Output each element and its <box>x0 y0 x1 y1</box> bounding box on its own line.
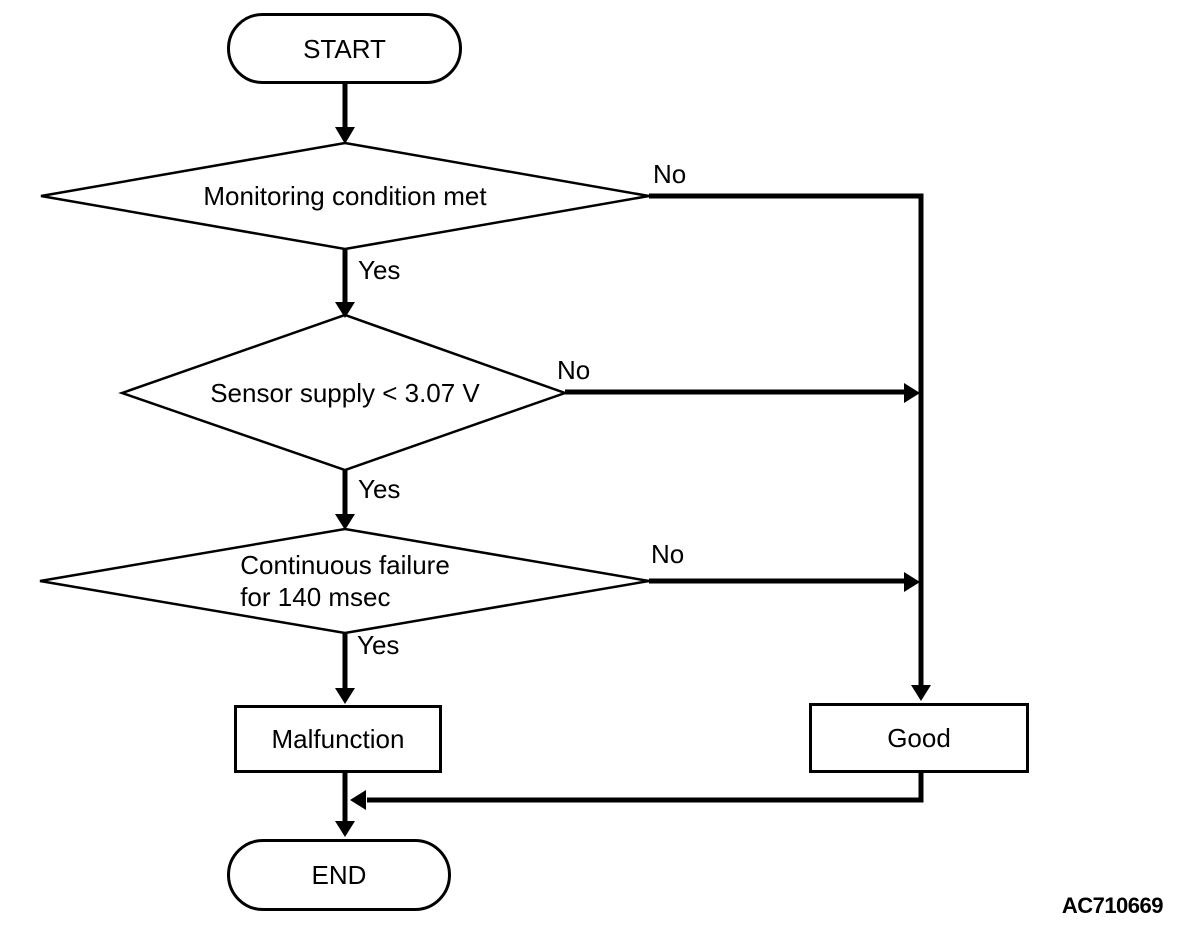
decision1-diamond-outline <box>40 141 650 251</box>
decision2-diamond-outline <box>118 313 569 472</box>
arrowhead-good-return <box>350 790 366 810</box>
arrowhead-decision3-no <box>904 572 920 592</box>
start-node-label: START <box>303 33 386 64</box>
malfunction-node-label: Malfunction <box>271 724 405 754</box>
arrowhead-into-end <box>335 821 355 837</box>
decision3-no-label: No <box>651 539 685 569</box>
decision2-no-label: No <box>557 355 591 385</box>
decision2-yes-label: Yes <box>358 474 401 504</box>
figure-code: AC710669 <box>1061 893 1164 918</box>
good-node-label: Good <box>887 723 951 753</box>
arrowhead-decision2-no <box>904 383 920 403</box>
arrowhead-decision2-yes <box>335 514 355 530</box>
decision3-diamond-outline <box>39 527 650 635</box>
start-node: START <box>227 13 462 84</box>
connector-good-return <box>367 773 924 803</box>
connector-decision1-no-rail <box>649 193 924 686</box>
arrowhead-start-to-decision1 <box>335 127 355 144</box>
decision1-yes-label: Yes <box>358 255 401 285</box>
good-node: Good <box>809 703 1029 773</box>
arrowhead-decision1-yes <box>335 302 355 318</box>
decision1-no-label: No <box>653 159 687 189</box>
arrowhead-into-good <box>911 685 931 701</box>
end-node: END <box>227 839 451 911</box>
decision3-yes-label: Yes <box>357 630 400 660</box>
malfunction-node: Malfunction <box>234 705 442 773</box>
arrowhead-decision3-yes <box>335 688 355 704</box>
end-node-label: END <box>311 860 367 890</box>
